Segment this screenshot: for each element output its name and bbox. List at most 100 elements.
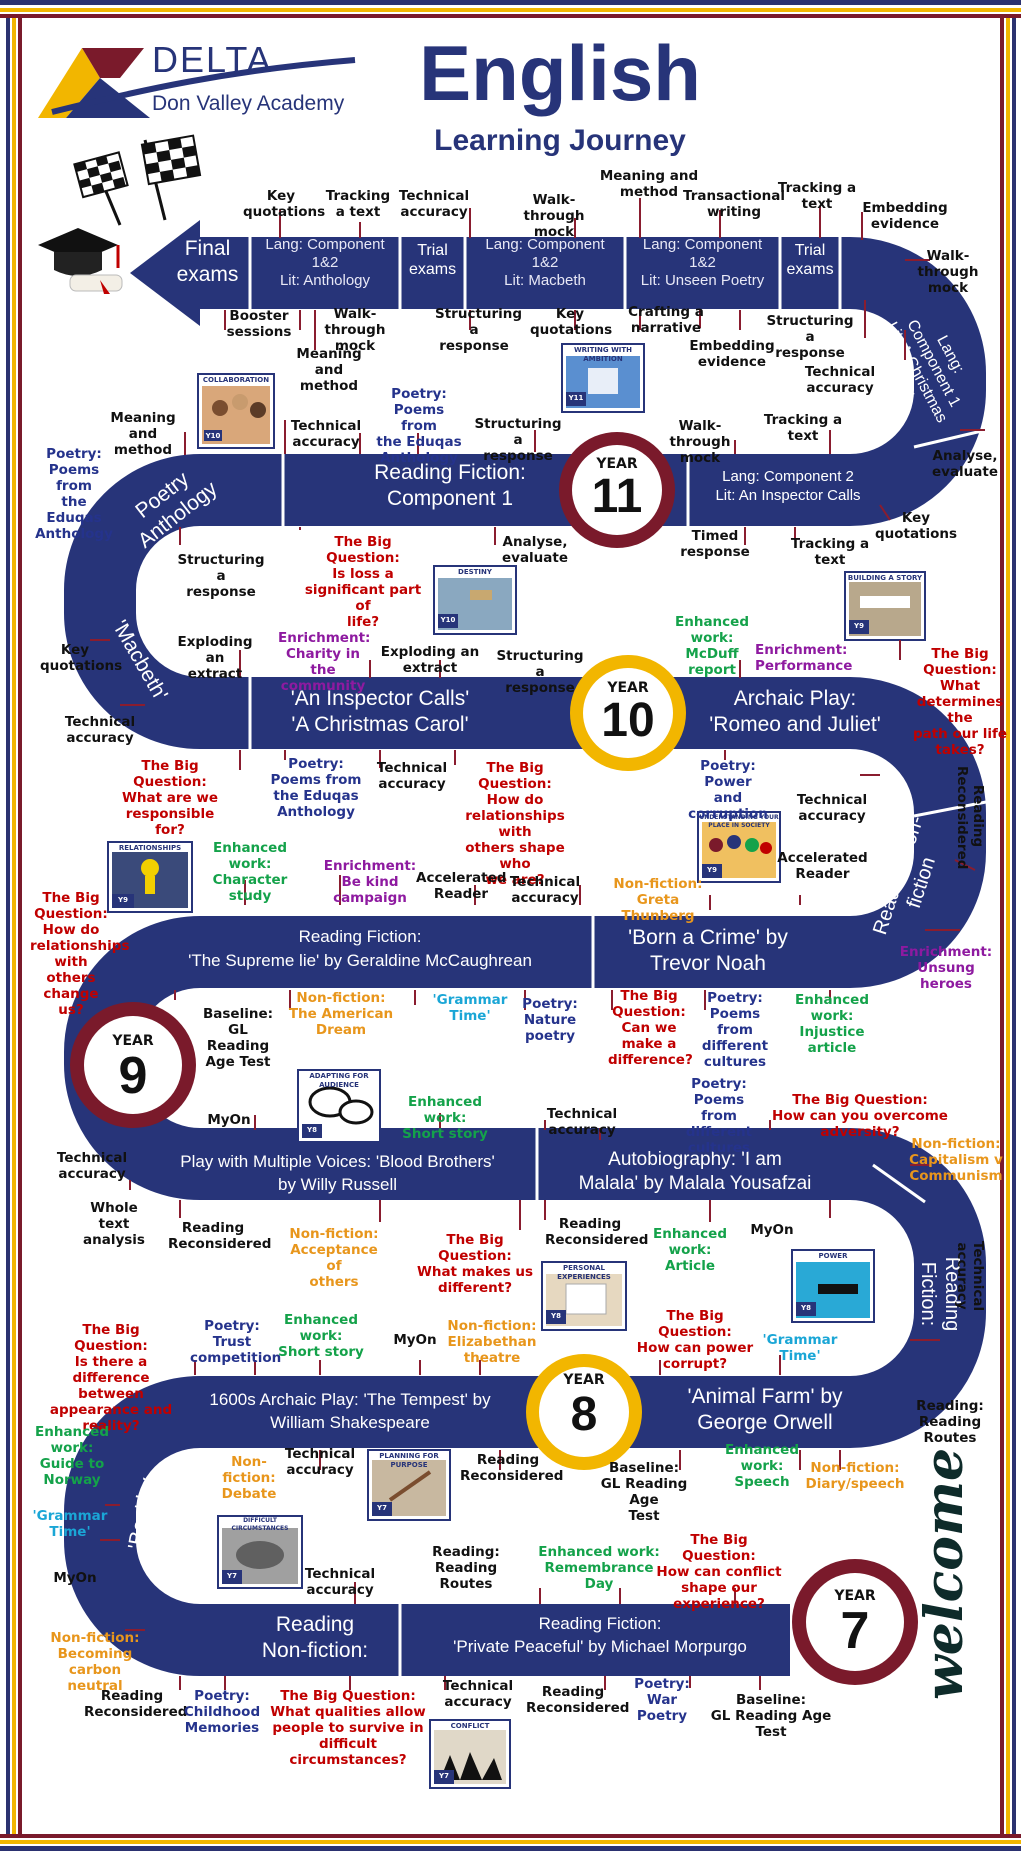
label-nonfiction-carbon: Non-fiction: Becoming carbon neutral: [50, 1630, 140, 1694]
label-nonfiction-diary: Non-fiction: Diary/speech: [805, 1460, 905, 1492]
road-curve-left-1: [64, 454, 202, 749]
page-subtitle: Learning Journey: [434, 124, 686, 157]
year7-label: YEAR: [834, 1588, 876, 1604]
label-meaning-method-3: Meaning and method: [110, 410, 176, 458]
label-technical-accuracy-7: Technical accuracy: [509, 874, 581, 906]
thumb-conflict-caption: CONFLICT: [450, 1722, 490, 1730]
road-y11: [200, 237, 986, 526]
label-enhanced-injustice: Enhanced work: Injustice article: [795, 992, 869, 1056]
label-grammar-time-1: 'Grammar Time': [432, 992, 508, 1024]
label-reading-reconsidered-2: Reading Reconsidered: [168, 1220, 272, 1252]
label-enhanced-short-story-1: Enhanced work: Short story: [402, 1094, 488, 1142]
seg-final-exams: Final exams: [176, 237, 239, 286]
thumb-personal-experiences: [541, 1261, 627, 1331]
label-enhanced-mcduff: Enhanced work: McDuff report: [675, 614, 749, 678]
frame-bottom-gold: [0, 1840, 1021, 1844]
label-structuring-response-5: Structuring a response: [496, 648, 584, 696]
label-key-quotations-1: Key quotations: [243, 188, 326, 220]
seg-inspector-carol: 'An Inspector Calls' 'A Christmas Carol': [290, 687, 470, 736]
label-walk-through-mock-1: Walk-through mock: [523, 192, 585, 240]
thumb-difficult-year: Y7: [227, 1572, 237, 1580]
label-myon-4: MyOn: [53, 1570, 97, 1586]
thumb-personal-caption: PERSONAL EXPERIENCES: [557, 1264, 611, 1281]
seg-tempest: 1600s Archaic Play: 'The Tempest' by Wil…: [209, 1390, 491, 1432]
frame-left-gold: [12, 18, 16, 1834]
label-grammar-time-2: 'Grammar Time': [762, 1332, 838, 1364]
thumb-power-caption: POWER: [818, 1252, 848, 1260]
year11-label: YEAR: [596, 456, 638, 472]
label-poetry-war: Poetry: War Poetry: [634, 1676, 690, 1724]
label-poetry-eduqas-1: Poetry: Poems from the Eduqas Anthology: [35, 446, 113, 542]
label-embedding-evidence-2: Embedding evidence: [689, 338, 775, 370]
label-walk-through-mock-3: Walk-through mock: [324, 306, 386, 354]
label-tracking-text-4: Tracking a text: [790, 536, 870, 568]
label-enrichment-performance: Enrichment: Performance: [755, 642, 853, 674]
page-title: English: [419, 29, 701, 117]
year10-number: 10: [601, 694, 655, 747]
label-tracking-text-2: Tracking a text: [777, 180, 857, 212]
thumb-understanding-caption: UNDERSTANDING YOUR PLACE IN SOCIETY: [699, 814, 779, 829]
seg-malala: Autobiography: 'I am Malala' by Malala Y…: [578, 1149, 812, 1194]
seg-lang2-inspector: Lang: Component 2 Lit: An Inspector Call…: [715, 468, 861, 504]
seg-animal-farm: 'Animal Farm' by George Orwell: [687, 1385, 843, 1434]
label-key-quotations-4: Key quotations: [40, 642, 123, 674]
thumb-planning-year: Y7: [377, 1504, 387, 1512]
label-tracking-text-1: Tracking a text: [325, 188, 391, 220]
thumb-collab-caption: COLLABORATION: [202, 376, 270, 384]
seg-archaic-romeo-juliet: Archaic Play: 'Romeo and Juliet': [709, 687, 881, 736]
label-technical-accuracy-8: Technical accuracy: [546, 1106, 618, 1138]
label-technical-accuracy-2: Technical accuracy: [804, 364, 876, 396]
chequered-flags-icon: [73, 134, 202, 226]
thumb-destiny-caption: DESTINY: [458, 568, 492, 576]
seg-supreme-lie: Reading Fiction: 'The Supreme lie' by Ge…: [188, 927, 532, 970]
label-poetry-nature: Poetry: Nature poetry: [522, 996, 578, 1044]
label-big-question-difference: The Big Question: Can we make a differen…: [608, 988, 693, 1068]
year9-number: 9: [118, 1047, 148, 1105]
road-y10-y9: [200, 677, 986, 988]
label-embedding-evidence-1: Embedding evidence: [862, 200, 948, 232]
seg-lang-lit-anthology: Lang: Component 1&2 Lit: Anthology: [265, 236, 385, 289]
thumb-writing-ambition: [561, 343, 645, 413]
label-poetry-power-corruption: Poetry: Power and corruption: [688, 758, 768, 822]
label-structuring-response-2: Structuring a response: [766, 313, 854, 361]
label-structuring-response-3: Structuring a response: [474, 416, 562, 464]
thumb-collab-year: Y10: [205, 432, 221, 440]
thumb-building-year: Y9: [854, 622, 864, 630]
label-meaning-method-1: Meaning and method: [599, 168, 699, 200]
seg-lang-lit-macbeth: Lang: Component 1&2 Lit: Macbeth: [485, 236, 605, 289]
label-baseline-gl-3: Baseline: GL Reading Age Test: [710, 1692, 832, 1740]
label-technical-accuracy-1: Technical accuracy: [398, 188, 470, 220]
thumb-power-year: Y8: [801, 1304, 811, 1312]
label-technical-accuracy-3: Technical accuracy: [290, 418, 362, 450]
label-enhanced-short-story-2: Enhanced work: Short story: [278, 1312, 364, 1360]
thumb-personal-year: Y8: [551, 1312, 561, 1320]
label-accelerated-reader-2: Accelerated Reader: [777, 850, 868, 882]
label-technical-accuracy-4: Technical accuracy: [64, 714, 136, 746]
label-walk-through-mock-4: Walk-through mock: [669, 418, 731, 466]
thumb-collaboration: [197, 373, 275, 449]
label-poetry-trust: Poetry: Trust competition: [190, 1318, 282, 1366]
label-poetry-childhood: Poetry: Childhood Memories: [183, 1688, 261, 1736]
frame-right: [1012, 18, 1016, 1834]
thumb-adapting-year: Y8: [307, 1126, 317, 1134]
thumb-destiny-year: Y10: [440, 616, 456, 624]
label-poetry-eduqas-3: Poetry: Poems from the Eduqas Anthology: [270, 756, 362, 820]
seg-reading-fiction-component1: Reading Fiction: Component 1: [374, 461, 526, 510]
frame-left: [6, 18, 10, 1834]
label-baseline-gl-1: Baseline: GL Reading Age Test: [202, 1006, 273, 1070]
label-exploding-extract-1: Exploding an extract: [177, 634, 253, 682]
seg-blood-brothers: Play with Multiple Voices: 'Blood Brothe…: [180, 1152, 495, 1194]
thumb-relationships-caption: RELATIONSHIPS: [118, 844, 182, 852]
frame-right-gold: [1006, 18, 1010, 1834]
label-myon-2: MyOn: [750, 1222, 794, 1238]
label-accelerated-reader-1: Accelerated Reader: [416, 870, 507, 902]
thumb-power: [791, 1249, 875, 1323]
thumb-conflict-year: Y7: [439, 1772, 449, 1780]
label-enhanced-speech: Enhanced work: Speech: [725, 1442, 799, 1490]
seg-reading-nonfiction-y7: Reading Non-fiction:: [261, 1613, 369, 1662]
label-big-question-adversity: The Big Question: How can you overcome a…: [772, 1092, 948, 1140]
label-meaning-method-2: Meaning and method: [296, 346, 362, 394]
